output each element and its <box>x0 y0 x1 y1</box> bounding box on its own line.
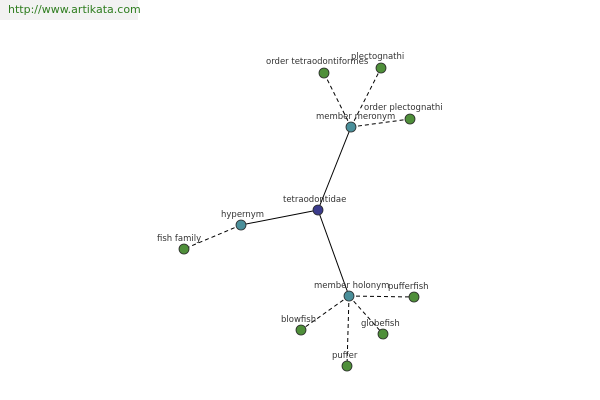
edge-holonym-blowfish <box>300 295 350 331</box>
edge-meronym-order-tetraodontiformes <box>323 72 352 128</box>
node-fish-family[interactable] <box>178 243 190 255</box>
label-tetraodontidae: tetraodontidae <box>283 195 346 205</box>
node-puffer[interactable] <box>341 360 353 372</box>
node-blowfish[interactable] <box>295 324 307 336</box>
edge-center-meronym <box>317 126 352 211</box>
label-puffer: puffer <box>332 351 358 361</box>
label-member-holonym: member holonym <box>314 281 389 291</box>
node-hypernym[interactable] <box>235 219 247 231</box>
label-hypernym: hypernym <box>221 210 264 220</box>
node-order-plectognathi[interactable] <box>404 113 416 125</box>
node-plectognathi[interactable] <box>375 62 387 74</box>
node-member-holonym[interactable] <box>343 290 355 302</box>
site-watermark[interactable]: http://www.artikata.com <box>0 0 141 20</box>
edge-holonym-puffer <box>346 295 350 367</box>
node-tetraodontidae[interactable] <box>312 204 324 216</box>
node-member-meronym[interactable] <box>345 121 357 133</box>
label-globefish: globefish <box>361 319 400 329</box>
edge-center-holonym <box>317 209 350 297</box>
node-globefish[interactable] <box>377 328 389 340</box>
label-member-meronym: member meronym <box>316 112 395 122</box>
label-plectognathi: plectognathi <box>351 52 404 62</box>
label-blowfish: blowfish <box>281 315 316 325</box>
label-order-plectognathi: order plectognathi <box>364 103 443 113</box>
label-fish-family: fish family <box>157 234 201 244</box>
edge-hypernym-fish-family <box>183 224 242 250</box>
node-order-tetraodontiformes[interactable] <box>318 67 330 79</box>
edge-center-hypernym <box>240 209 319 226</box>
edge-holonym-pufferfish <box>348 295 415 298</box>
node-pufferfish[interactable] <box>408 291 420 303</box>
label-pufferfish: pufferfish <box>388 282 429 292</box>
edge-holonym-globefish <box>348 295 384 335</box>
edge-meronym-order-plectognathi <box>350 118 411 128</box>
label-order-tetraodontiformes: order tetraodontiformes <box>266 57 369 67</box>
